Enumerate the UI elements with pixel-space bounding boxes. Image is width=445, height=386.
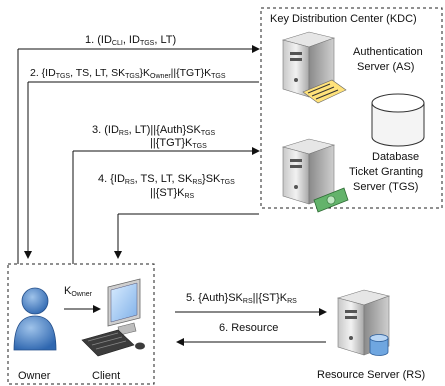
kdc-title: Key Distribution Center (KDC): [270, 13, 417, 25]
tgs-label-line2: Server (TGS): [353, 181, 418, 193]
message-4-line1: 4. {IDRS, TS, LT, SKRS}SKTGS: [98, 173, 235, 186]
kdc-box: [260, 7, 443, 209]
database-icon: [371, 93, 425, 147]
client-box: [7, 263, 155, 385]
tgs-label-line1: Ticket Granting: [349, 166, 423, 178]
client-computer-icon: [81, 278, 145, 357]
as-label-line1: Authentication: [353, 46, 423, 58]
owner-icon: [13, 287, 57, 351]
database-label: Database: [372, 151, 419, 163]
message-1-label: 1. (IDCLI, IDTGS, LT): [85, 34, 176, 47]
ticket-granting-server-icon: [281, 138, 336, 205]
message-5-label: 5. {Auth}SKRS||{ST}KRS: [186, 292, 297, 305]
client-label: Client: [92, 370, 120, 382]
kowner-label: KOwner: [64, 285, 93, 298]
message-4-line2: ||{ST}KRS: [150, 187, 195, 200]
authentication-server-icon: [281, 31, 347, 104]
message-6-label: 6. Resource: [219, 322, 278, 334]
message-3-line2: ||{TGT}KTGS: [150, 137, 207, 150]
message-3-line1: 3. (IDRS, LT)||{Auth}SKTGS: [92, 124, 216, 137]
resource-server-icon: [336, 289, 391, 356]
resource-server-label: Resource Server (RS): [317, 369, 425, 381]
ticket-icon: [313, 187, 349, 213]
owner-label: Owner: [18, 370, 51, 382]
as-label-line2: Server (AS): [357, 61, 414, 73]
message-2-label: 2. {IDTGS, TS, LT, SKTGS}KOwner||{TGT}KT…: [30, 67, 226, 80]
